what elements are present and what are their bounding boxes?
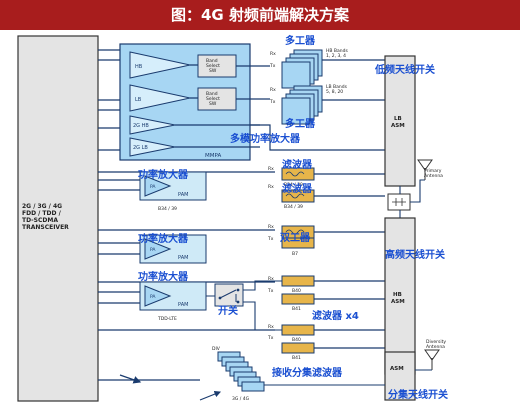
pam-1-label: PAM	[178, 192, 188, 198]
diversity-asm-label: ASM	[390, 366, 404, 372]
pam-1-pa: PA	[150, 184, 156, 190]
pam-1-caption: B34 / 39	[158, 206, 177, 212]
transceiver-line-3: TD-SCDMA	[22, 217, 58, 224]
port-rx-2: Rx	[270, 87, 276, 93]
pam-block-3: PA PAM TDD-LTE	[139, 281, 207, 322]
mmpa-amp-hb: HB	[135, 64, 143, 70]
lb-multiplexer-stack: LB Bands 5, 8, 20	[281, 84, 348, 125]
mmpa-amp-lb: LB	[135, 97, 142, 103]
diversity-filter-bank: DIV 3G / 4G	[199, 346, 385, 402]
mmpa-label: MMPA	[205, 153, 221, 159]
annotation-pa-2: 功率放大器	[138, 234, 188, 245]
port-rx-6: Rx	[268, 276, 274, 282]
b41-a-label: B41	[292, 306, 301, 312]
pam-2-pa: PA	[150, 247, 156, 253]
annotation-pa-3: 功率放大器	[138, 272, 188, 283]
annotation-filter-1: 滤波器	[282, 160, 312, 171]
mmpa-amp-2g-hb: 2G HB	[133, 123, 149, 129]
diversity-antenna: Diversity Antenna	[415, 339, 447, 371]
transceiver-block: 2G / 3G / 4G FDD / TDD / TD-SCDMA TRANSC…	[17, 35, 99, 402]
svg-text:Primary Antenna: Primary Antenna	[424, 168, 443, 179]
svg-text:HB ASM: HB ASM	[391, 292, 405, 305]
hb-bands-label: HB Bands 1, 2, 3, 4	[326, 48, 349, 59]
port-rx-3: Rx	[268, 166, 274, 172]
annotation-multiplexer-1: 多工器	[285, 36, 315, 47]
annotation-multimode-pa: 多模功率放大器	[230, 134, 300, 145]
port-tx-2: Tx	[269, 99, 276, 105]
annotation-diversity-antenna-switch: 分集天线开关	[388, 390, 448, 401]
transceiver-line-4: TRANSCEIVER	[22, 224, 69, 231]
filter-b34-39-b-label: B34 / 39	[284, 204, 303, 210]
mmpa-block: HB LB 2G HB 2G LB Band Select SW Band Se…	[119, 43, 270, 161]
svg-text:LB ASM: LB ASM	[391, 116, 405, 129]
annotation-filters-x4: 滤波器 x4	[312, 311, 359, 322]
pam-2-label: PAM	[178, 255, 188, 261]
pam-block-1: PA PAM B34 / 39	[139, 171, 207, 212]
filter-b34-39-a-label: B34 / 39	[284, 182, 303, 188]
transceiver-label: 2G / 3G / 4G FDD / TDD / TD-SCDMA TRANSC…	[22, 203, 69, 231]
b40-b-label: B40	[292, 337, 301, 343]
pam-block-2: PA PAM	[139, 234, 207, 264]
svg-text:Diversity Antenna: Diversity Antenna	[426, 339, 447, 350]
b40-a-label: B40	[292, 288, 301, 294]
diversity-asm: ASM	[384, 351, 416, 401]
transceiver-line-1: 2G / 3G / 4G	[22, 203, 62, 210]
band-select-2: Band Select SW	[206, 91, 221, 107]
port-tx-5: Tx	[267, 335, 274, 341]
b7-label: B7	[292, 251, 298, 257]
port-tx-1: Tx	[269, 63, 276, 69]
port-rx-1: Rx	[270, 51, 276, 57]
div-label: DIV	[212, 346, 221, 352]
pam-3-label: PAM	[178, 302, 188, 308]
pam-3-caption: TDD-LTE	[157, 316, 177, 322]
annotation-multiplexer-2: 多工器	[285, 119, 315, 130]
annotation-hb-antenna-switch: 高频天线开关	[385, 250, 445, 261]
band-select-1: Band Select SW	[206, 58, 221, 74]
port-rx-4: Rx	[268, 184, 274, 190]
annotation-pa-1: 功率放大器	[138, 170, 188, 181]
annotation-filter-2: 滤波器	[282, 184, 312, 195]
annotation-switch: 开关	[218, 306, 238, 317]
diplexer	[387, 179, 425, 218]
filter-to-asm-lines	[250, 59, 385, 349]
hb-multiplexer-stack: HB Bands 1, 2, 3, 4	[281, 48, 349, 89]
port-rx-7: Rx	[268, 324, 274, 330]
port-tx-4: Tx	[267, 288, 274, 294]
pam-3-pa: PA	[150, 294, 156, 300]
port-rx-5: Rx	[268, 224, 274, 230]
sp2t-switch	[206, 280, 282, 331]
transceiver-line-2: FDD / TDD /	[22, 210, 62, 217]
annotation-rx-diversity-filter: 接收分集滤波器	[272, 368, 342, 379]
b41-b-label: B41	[292, 355, 301, 361]
rf-frontend-diagram: 2G / 3G / 4G FDD / TDD / TD-SCDMA TRANSC…	[17, 35, 447, 402]
filter-b34-39-b: B34 / 39	[281, 189, 315, 210]
primary-antenna: Primary Antenna	[417, 159, 443, 180]
hb-asm: HB ASM	[384, 217, 416, 375]
lb-asm: LB ASM	[384, 55, 416, 187]
mmpa-amp-2g-lb: 2G LB	[133, 145, 148, 151]
port-labels: Rx Tx Rx Tx Rx Rx Rx Tx Rx Tx Rx Tx	[267, 51, 276, 341]
annotation-duplexer: 双工器	[280, 233, 310, 244]
annotation-lb-antenna-switch: 低频天线开关	[375, 65, 435, 76]
lb-bands-label: LB Bands 5, 8, 20	[326, 84, 348, 95]
port-tx-3: Tx	[267, 236, 274, 242]
filters-b40-b41: B40 B41 B40 B41	[281, 275, 315, 361]
band-3g4g-label: 3G / 4G	[232, 396, 250, 402]
page-title: 图：4G 射频前端解决方案	[171, 6, 349, 24]
title-bar: 图：4G 射频前端解决方案	[0, 0, 520, 30]
